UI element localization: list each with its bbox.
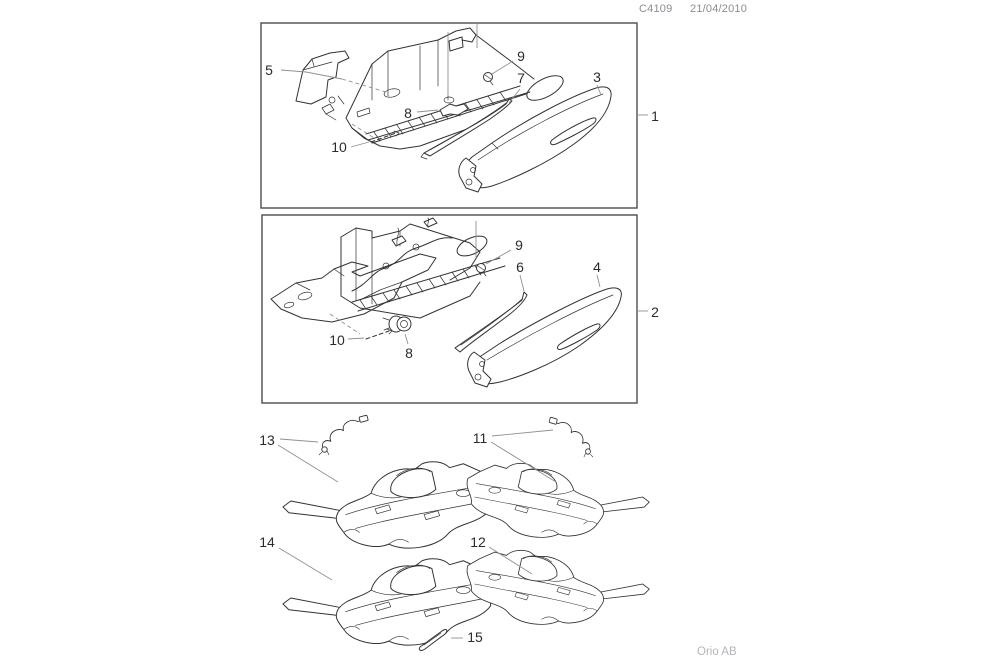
callout-4: 4 bbox=[593, 259, 601, 275]
callout-13: 13 bbox=[259, 432, 275, 448]
part-4-glovebox-door bbox=[467, 287, 622, 388]
assembly-2-frame bbox=[261, 214, 638, 404]
part-8-striker-1 bbox=[439, 95, 469, 117]
callout-15: 15 bbox=[467, 629, 483, 645]
part-10-rod-2 bbox=[365, 328, 393, 340]
part-7-trim-strip bbox=[420, 98, 513, 160]
callout-8-lower: 8 bbox=[405, 345, 413, 361]
part-10-rod-1 bbox=[370, 130, 400, 143]
doc-code: C4109 bbox=[639, 3, 673, 15]
part-15-strip bbox=[418, 629, 448, 651]
callout-8-upper: 8 bbox=[404, 105, 412, 121]
assembly-1-frame bbox=[260, 22, 638, 209]
publisher-name: Orio AB bbox=[697, 646, 737, 658]
part-6-trim-strip bbox=[454, 291, 528, 353]
leader-lines-2 bbox=[329, 249, 648, 345]
callout-11: 11 bbox=[472, 430, 488, 446]
leader-lines-1 bbox=[280, 60, 648, 148]
callout-5: 5 bbox=[265, 62, 273, 78]
glovebox-housing-1 bbox=[321, 23, 564, 150]
insulation-panel-13 bbox=[282, 461, 497, 549]
part-3-glovebox-door bbox=[458, 86, 612, 193]
callout-14: 14 bbox=[259, 534, 275, 550]
callout-9-upper: 9 bbox=[517, 48, 525, 64]
insulation-panel-12 bbox=[466, 549, 650, 625]
callout-9-lower: 9 bbox=[515, 237, 523, 253]
callout-3: 3 bbox=[593, 69, 601, 85]
wiring-harness-13 bbox=[318, 414, 369, 456]
callout-10-lower: 10 bbox=[329, 332, 345, 348]
assembly-1 bbox=[260, 22, 648, 209]
callout-6: 6 bbox=[516, 259, 524, 275]
part-5-bracket bbox=[295, 50, 350, 105]
part-9-screw-1 bbox=[483, 72, 494, 86]
part-9-screw-2 bbox=[476, 263, 487, 277]
doc-date: 21/04/2010 bbox=[690, 3, 748, 15]
insulation-panel-11 bbox=[466, 462, 650, 538]
mounting-plate-2 bbox=[270, 253, 437, 323]
callout-12: 12 bbox=[470, 534, 486, 550]
wiring-harness-11 bbox=[548, 416, 594, 458]
callout-2-assembly-ref: 2 bbox=[651, 304, 659, 320]
callout-1-assembly-ref: 1 bbox=[651, 108, 659, 124]
insulation-panel-14 bbox=[282, 558, 497, 646]
assembly-2 bbox=[261, 214, 648, 404]
leader-lines-bottom bbox=[277, 429, 557, 639]
callout-7: 7 bbox=[517, 70, 525, 86]
part-8-lock-cylinder bbox=[382, 315, 412, 333]
callout-10-upper: 10 bbox=[331, 139, 347, 155]
glovebox-housing-2 bbox=[340, 217, 506, 319]
